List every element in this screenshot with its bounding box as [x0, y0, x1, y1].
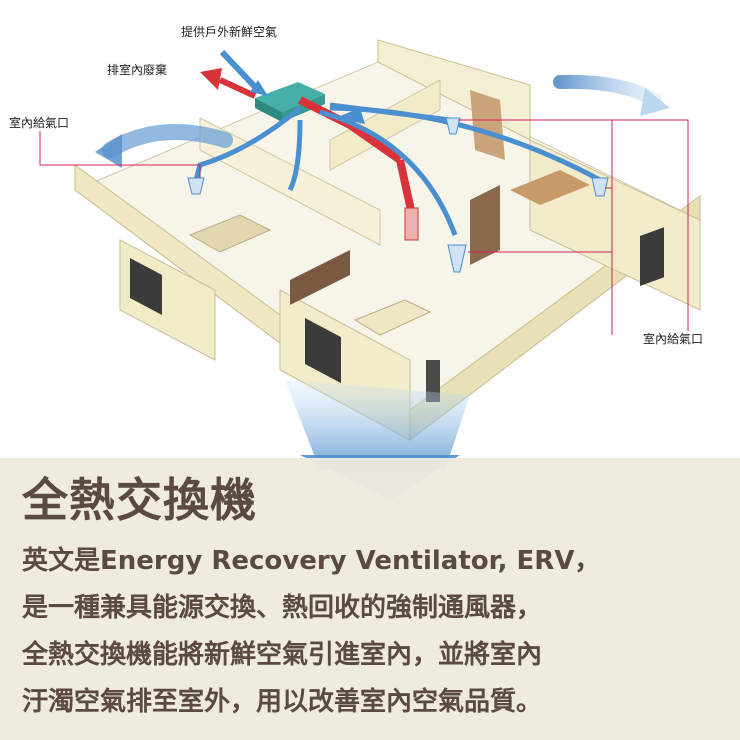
- label-supply-right: 室內給氣口: [640, 331, 707, 347]
- fresh-in: [219, 49, 261, 93]
- window-front: [305, 318, 341, 384]
- erv-house-diagram: 提供戶外新鮮空氣 排室內廢棄 室內給氣口 室內給氣口: [6, 24, 707, 500]
- supply-duct-center: [319, 109, 458, 236]
- supply-duct-top: [329, 102, 451, 123]
- window-right: [640, 227, 664, 286]
- big-arrow-right-head: [640, 88, 670, 116]
- supply-duct-mid: [287, 119, 303, 192]
- body-line-1: 英文是Energy Recovery Ventilator, ERV，: [22, 546, 601, 576]
- bookshelf: [470, 185, 500, 265]
- fresh-in-head: [250, 80, 268, 96]
- supply-outlet-right: [591, 177, 609, 197]
- leader-line-right-3: [612, 119, 689, 335]
- body-line-3: 全熱交換機能將新鮮空氣引進室內，並將室內: [22, 640, 543, 670]
- exhaust-duct-down: [396, 159, 416, 216]
- leader-line-left: [39, 128, 201, 178]
- body-line-4: 汙濁空氣排至室外，用以改善室內空氣品質。: [22, 687, 543, 717]
- table-right: [510, 170, 590, 205]
- exhaust-up-arrow: [404, 207, 419, 241]
- curtain: [470, 90, 505, 160]
- house-illustration: [39, 39, 701, 500]
- erv-unit: [255, 82, 325, 112]
- erv-unit-side: [255, 98, 282, 122]
- exhaust-out-head: [200, 68, 222, 90]
- text-panel: 全熱交換機 英文是Energy Recovery Ventilator, ERV…: [0, 458, 740, 740]
- page-title: 全熱交換機: [22, 473, 257, 527]
- exhaust-out: [218, 77, 257, 99]
- supply-duct-left: [193, 106, 302, 181]
- duct-junction: [335, 108, 365, 124]
- bed-left: [188, 214, 272, 253]
- sofa: [353, 299, 432, 336]
- supply-outlet-left: [187, 177, 205, 195]
- tv-cabinet: [290, 250, 350, 305]
- body-line-2: 是一種兼具能源交換、熱回收的強制通風器，: [22, 593, 543, 623]
- window-left: [130, 258, 162, 316]
- label-exhaust: 排室內廢棄: [104, 62, 171, 78]
- supply-outlet-center: [447, 244, 467, 273]
- big-arrow-left-head: [95, 134, 122, 168]
- partition-2: [329, 79, 441, 171]
- big-arrow-down: [285, 380, 470, 470]
- supply-outlet-top: [445, 117, 461, 135]
- door-front: [426, 360, 440, 402]
- label-fresh-air: 提供戶外新鮮空氣: [178, 24, 281, 40]
- label-supply-left: 室內給氣口: [6, 115, 73, 131]
- big-arrow-right: [553, 74, 662, 107]
